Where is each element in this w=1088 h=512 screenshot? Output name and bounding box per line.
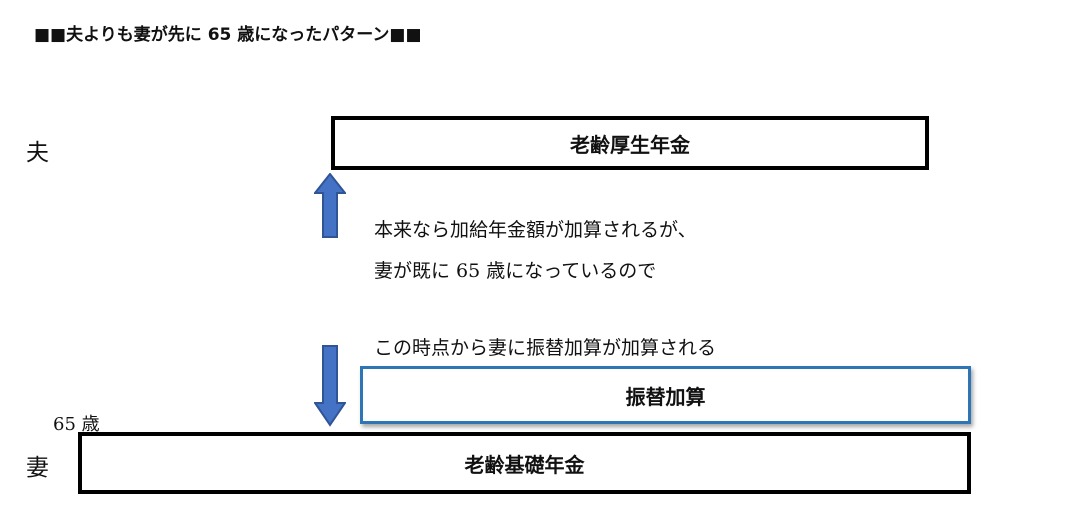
- wife-basic-pension-label: 老齢基礎年金: [464, 452, 585, 477]
- transfer-addition-box: 振替加算: [360, 366, 971, 424]
- arrow-down-icon: [314, 345, 346, 427]
- transfer-addition-label: 振替加算: [625, 384, 706, 409]
- note-line-2: 妻が既に 65 歳になっているので: [374, 260, 657, 282]
- wife-label: 妻: [26, 455, 49, 481]
- age-marker: 65 歳: [53, 414, 100, 435]
- husband-label: 夫: [26, 140, 49, 166]
- husband-pension-box: 老齢厚生年金: [331, 116, 929, 170]
- husband-pension-label: 老齢厚生年金: [570, 132, 690, 157]
- note-line-1: 本来なら加給年金額が加算されるが、: [374, 219, 697, 241]
- arrow-up-icon: [314, 173, 346, 238]
- page-title: ■■夫よりも妻が先に 65 歳になったパターン■■: [34, 25, 422, 45]
- note-line-3: この時点から妻に振替加算が加算される: [374, 337, 717, 359]
- wife-basic-pension-box: 老齢基礎年金: [78, 432, 971, 494]
